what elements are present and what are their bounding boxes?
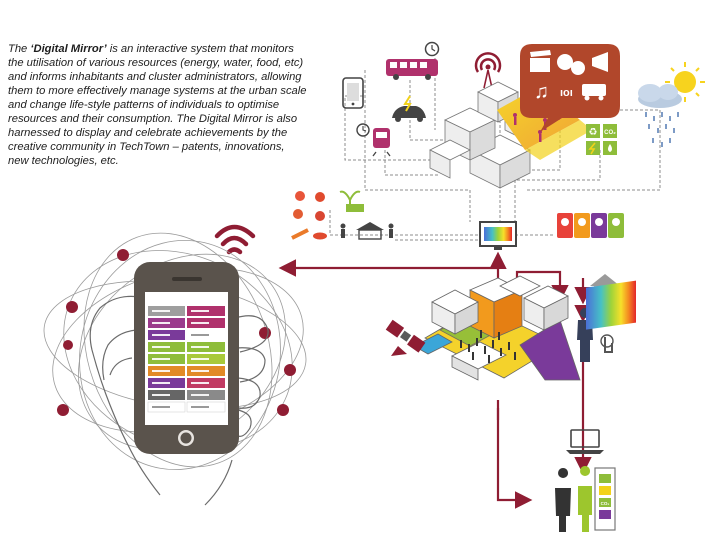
cloud-icon — [638, 84, 682, 108]
laptop-icon — [566, 429, 604, 454]
digital-mirror-screen — [479, 221, 517, 250]
electric-car-icon — [392, 95, 426, 122]
wifi-icon — [214, 224, 256, 255]
resource-icons-grid: ♻ CO₂ — [586, 124, 617, 155]
horn-icon — [592, 52, 608, 72]
fish-icon — [313, 232, 327, 240]
radio-tower-icon — [474, 52, 502, 89]
digital-mirror-title: ‘Digital Mirror’ — [30, 43, 107, 55]
touch-hand-icon — [600, 334, 614, 353]
people-icon — [388, 223, 394, 238]
recycle-bins — [557, 213, 624, 238]
phone-screen-tiles — [147, 297, 226, 422]
energy-bolt-icon — [588, 142, 596, 155]
pepper-icon — [293, 209, 303, 219]
clapperboard-icon — [530, 50, 551, 72]
crowd-people — [460, 330, 516, 363]
restaurant-icon: ıoı — [560, 87, 573, 99]
clock-icon-left — [356, 123, 370, 137]
co2-icon-screen: CO₂ — [601, 501, 610, 506]
tram-icon — [372, 128, 391, 157]
satellite-icon — [385, 319, 426, 356]
recycle-icon: ♻ — [589, 127, 598, 138]
clock-icon — [424, 41, 440, 57]
co2-icon: CO₂ — [604, 130, 616, 136]
activities-speech-bubble: ♫ ıoı — [520, 44, 620, 132]
music-note-icon: ♫ — [534, 81, 549, 103]
food-icons — [291, 190, 394, 240]
farmer-icon — [340, 223, 346, 238]
theatre-masks-icon — [557, 54, 585, 75]
dashed-connections — [329, 58, 661, 241]
tomato-icon — [295, 191, 305, 201]
market-stall-icon — [356, 222, 384, 230]
energy-bar-chart — [586, 280, 636, 406]
tablet-icon — [342, 77, 364, 109]
bus-icon — [386, 59, 438, 80]
van-icon — [582, 84, 606, 101]
city-district-center — [413, 275, 581, 381]
pumpkin-icon — [315, 211, 325, 221]
carrot-icon — [291, 228, 309, 240]
sprout-icon — [339, 190, 361, 205]
water-drop-icon — [608, 144, 612, 152]
intro-paragraph: The ‘Digital Mirror’ is an interactive s… — [8, 43, 307, 167]
people-at-screen: CO₂ — [555, 466, 616, 532]
hand-outline — [89, 295, 269, 506]
apple-icon — [315, 192, 325, 202]
rain-icon — [645, 112, 679, 147]
